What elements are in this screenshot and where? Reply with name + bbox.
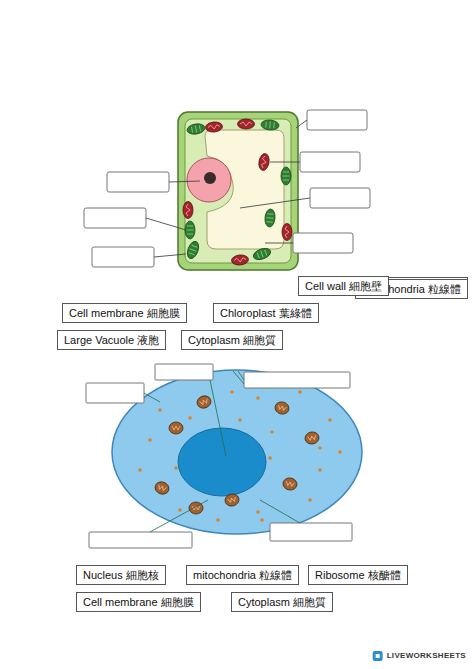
word-bank-box: Large Vacuole 液胞	[57, 330, 166, 350]
word-bank-box: mitochondria 粒線體	[186, 565, 299, 585]
animal-cell	[112, 370, 362, 534]
ribosome-dot	[138, 390, 342, 522]
word-bank-box: Chloroplast 葉綠體	[213, 303, 319, 323]
word-bank-box: Cell membrane 細胞膜	[76, 592, 201, 612]
word-bank-box: Cytoplasm 細胞質	[181, 330, 283, 350]
plant-cell	[178, 112, 298, 270]
word-bank-box: Nucleus 細胞核	[76, 565, 166, 585]
word-bank-box: Cell wall 細胞壁	[298, 276, 389, 296]
word-bank-term: Large Vacuole 液胞	[64, 333, 159, 347]
word-bank-term: Cell membrane 細胞膜	[69, 306, 180, 320]
word-bank-term: Cell membrane 細胞膜	[83, 595, 194, 609]
word-bank-box: Cytoplasm 細胞質	[231, 592, 333, 612]
word-bank-term: Cytoplasm 細胞質	[238, 595, 326, 609]
word-bank-term: mitochondria 粒線體	[193, 568, 292, 582]
leader-line	[146, 120, 310, 257]
word-bank-term: Cytoplasm 細胞質	[188, 333, 276, 347]
word-bank-box: Ribosome 核醣體	[308, 565, 408, 585]
word-bank-term: Chloroplast 葉綠體	[220, 306, 312, 320]
word-bank-term: Cell wall 細胞壁	[305, 279, 382, 293]
blank-label-box	[84, 110, 370, 267]
word-bank-box: Cell membrane 細胞膜	[62, 303, 187, 323]
word-bank-term: Ribosome 核醣體	[315, 568, 401, 582]
leader-line	[144, 371, 300, 532]
word-bank-term: Nucleus 細胞核	[83, 568, 159, 582]
logo-icon	[373, 651, 383, 661]
watermark: LIVEWORKSHEETS	[387, 651, 466, 660]
blank-label-box	[86, 364, 352, 548]
